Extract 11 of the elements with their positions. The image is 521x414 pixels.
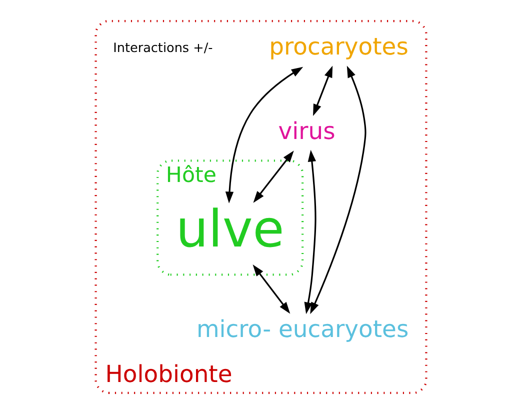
node-text: virus bbox=[278, 116, 335, 145]
arrow bbox=[304, 150, 316, 314]
arrow bbox=[252, 264, 290, 314]
arrow bbox=[310, 66, 366, 314]
arrow bbox=[252, 150, 294, 203]
node-text: procaryotes bbox=[268, 32, 408, 61]
arrow bbox=[224, 66, 303, 204]
node-text: ulve bbox=[175, 200, 284, 260]
node-text: micro- eucaryotes bbox=[196, 315, 408, 344]
label: Interactions +/- bbox=[112, 41, 212, 56]
arrow bbox=[312, 66, 332, 116]
